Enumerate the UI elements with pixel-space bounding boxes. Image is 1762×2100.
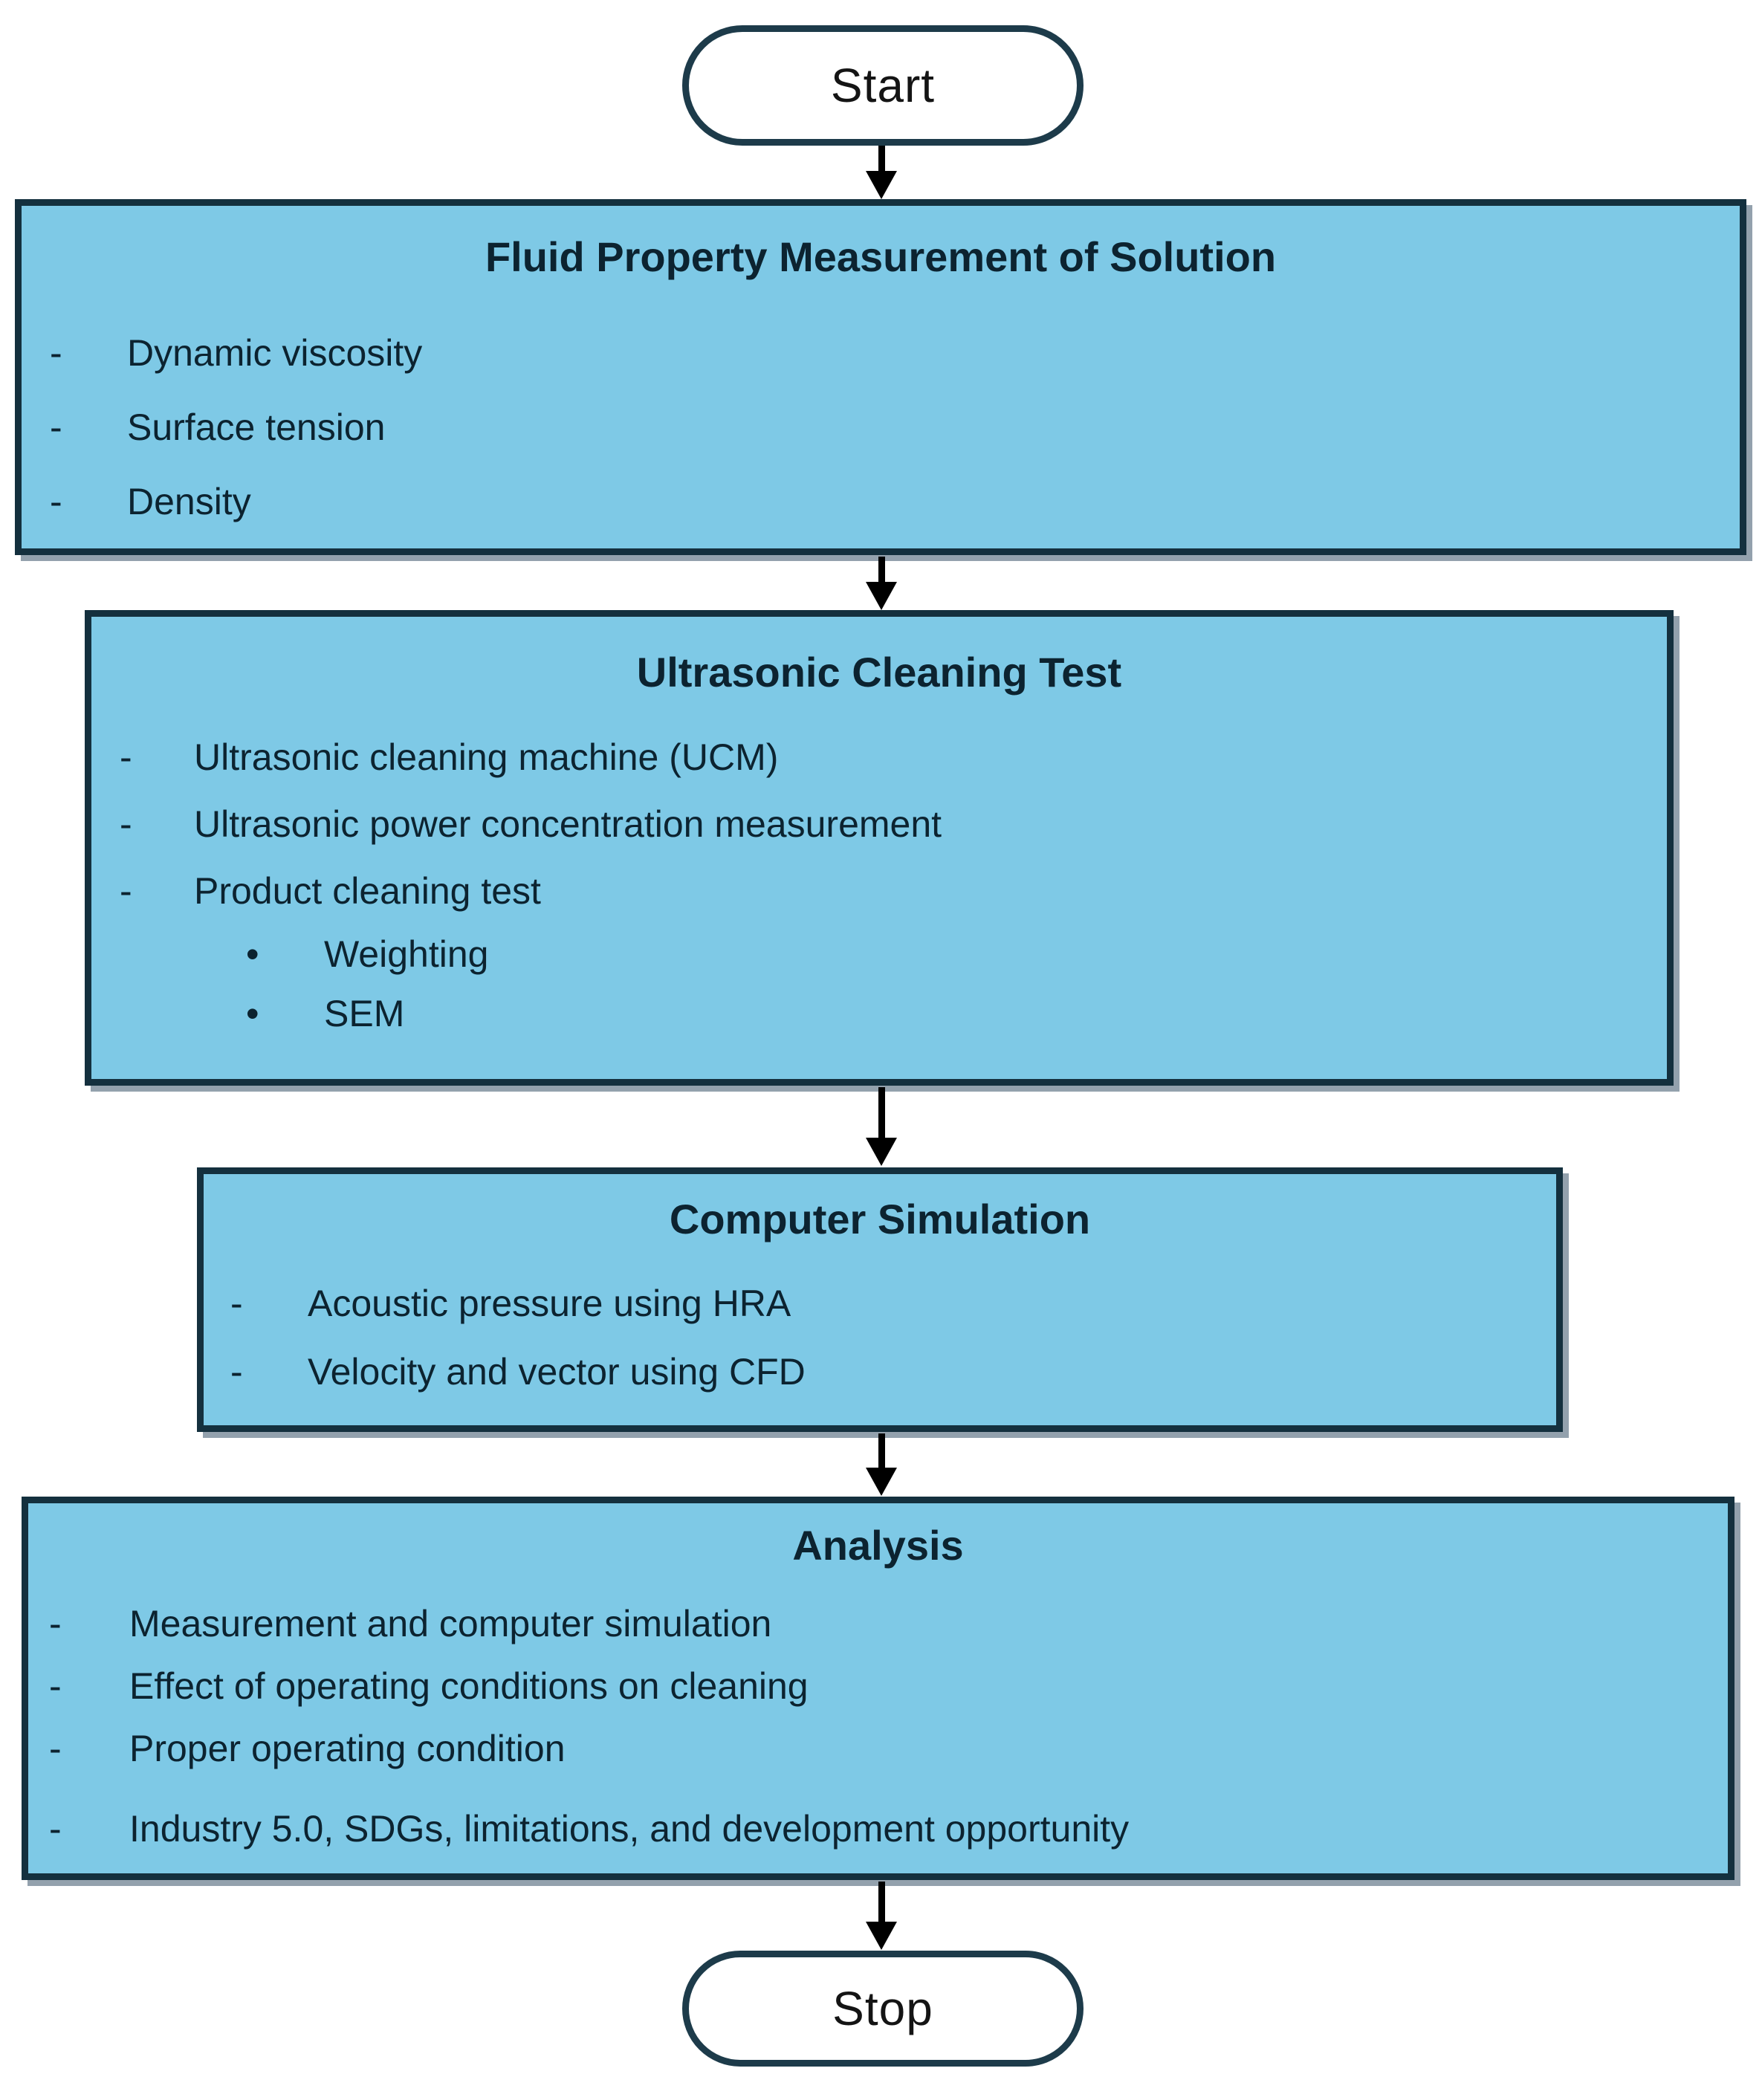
arrow-head-icon xyxy=(866,1922,897,1950)
list-item: - Product cleaning test xyxy=(91,858,1667,924)
box-items-computer-simulation: - Acoustic pressure using HRA - Velocity… xyxy=(204,1269,1556,1406)
list-item-text: Velocity and vector using CFD xyxy=(308,1351,806,1393)
stop-terminal: Stop xyxy=(682,1951,1084,2067)
flow-arrow-5 xyxy=(865,1882,898,1950)
process-box-analysis: Analysis - Measurement and computer simu… xyxy=(22,1497,1735,1880)
dash-marker: - xyxy=(50,406,62,448)
box-title-ultrasonic-cleaning-test: Ultrasonic Cleaning Test xyxy=(636,649,1122,696)
list-item-text: Industry 5.0, SDGs, limitations, and dev… xyxy=(129,1808,1130,1850)
list-item-text: Weighting xyxy=(324,933,489,975)
list-item-text: Acoustic pressure using HRA xyxy=(308,1283,791,1324)
dash-marker: - xyxy=(230,1283,243,1324)
arrow-line xyxy=(878,1882,885,1922)
list-item: - Velocity and vector using CFD xyxy=(204,1338,1556,1406)
list-item-text: Proper operating condition xyxy=(129,1728,566,1769)
box-title-fluid-property: Fluid Property Measurement of Solution xyxy=(485,233,1277,280)
list-item-text: Effect of operating conditions on cleani… xyxy=(129,1665,809,1707)
arrow-head-icon xyxy=(866,582,897,610)
list-item: - Proper operating condition xyxy=(28,1717,1728,1780)
dash-marker: - xyxy=(49,1808,62,1850)
box-items-ultrasonic-cleaning-test: - Ultrasonic cleaning machine (UCM) - Ul… xyxy=(91,724,1667,1043)
flow-arrow-1 xyxy=(865,146,898,199)
list-item-text: SEM xyxy=(324,993,405,1034)
list-item-text: Ultrasonic power concentration measureme… xyxy=(194,803,942,845)
sub-list-item: • Weighting xyxy=(91,924,1667,984)
stop-terminal-label: Stop xyxy=(832,1982,933,2035)
arrow-line xyxy=(878,1433,885,1468)
process-box-fluid-property: Fluid Property Measurement of Solution -… xyxy=(15,199,1746,555)
list-item: - Surface tension xyxy=(22,390,1740,464)
list-item: - Measurement and computer simulation xyxy=(28,1592,1728,1655)
dash-marker: - xyxy=(49,1603,62,1644)
bullet-marker: • xyxy=(246,993,259,1034)
box-items-fluid-property: - Dynamic viscosity - Surface tension - … xyxy=(22,316,1740,539)
list-item: - Effect of operating conditions on clea… xyxy=(28,1655,1728,1717)
list-item-text: Product cleaning test xyxy=(194,870,541,912)
box-items-analysis: - Measurement and computer simulation - … xyxy=(28,1592,1728,1860)
start-terminal-label: Start xyxy=(830,59,936,112)
box-title-computer-simulation: Computer Simulation xyxy=(669,1196,1091,1242)
dash-marker: - xyxy=(120,870,132,912)
flow-arrow-4 xyxy=(865,1433,898,1496)
list-item: - Ultrasonic cleaning machine (UCM) xyxy=(91,724,1667,791)
dash-marker: - xyxy=(120,736,132,778)
list-item-text: Measurement and computer simulation xyxy=(129,1603,772,1644)
process-box-ultrasonic-cleaning-test: Ultrasonic Cleaning Test - Ultrasonic cl… xyxy=(85,610,1674,1086)
bullet-marker: • xyxy=(246,933,259,975)
dash-marker: - xyxy=(50,332,62,374)
flow-arrow-2 xyxy=(865,557,898,610)
dash-marker: - xyxy=(120,803,132,845)
dash-marker: - xyxy=(49,1665,62,1707)
box-title-analysis: Analysis xyxy=(792,1522,964,1569)
list-item-text: Surface tension xyxy=(127,406,386,448)
list-item: - Industry 5.0, SDGs, limitations, and d… xyxy=(28,1798,1728,1860)
start-terminal: Start xyxy=(682,25,1084,146)
list-item-text: Ultrasonic cleaning machine (UCM) xyxy=(194,736,779,778)
list-item: - Density xyxy=(22,464,1740,539)
arrow-line xyxy=(878,1087,885,1138)
arrow-head-icon xyxy=(866,171,897,199)
flow-arrow-3 xyxy=(865,1087,898,1166)
dash-marker: - xyxy=(230,1351,243,1393)
list-item: - Dynamic viscosity xyxy=(22,316,1740,390)
arrow-line xyxy=(878,146,885,171)
arrow-head-icon xyxy=(866,1138,897,1166)
list-item: - Ultrasonic power concentration measure… xyxy=(91,791,1667,858)
arrow-head-icon xyxy=(866,1468,897,1496)
arrow-line xyxy=(878,557,885,582)
list-item-text: Dynamic viscosity xyxy=(127,332,423,374)
dash-marker: - xyxy=(50,481,62,522)
dash-marker: - xyxy=(49,1728,62,1769)
sub-list-item: • SEM xyxy=(91,984,1667,1043)
list-item-text: Density xyxy=(127,481,251,522)
list-item: - Acoustic pressure using HRA xyxy=(204,1269,1556,1338)
process-box-computer-simulation: Computer Simulation - Acoustic pressure … xyxy=(197,1167,1563,1432)
